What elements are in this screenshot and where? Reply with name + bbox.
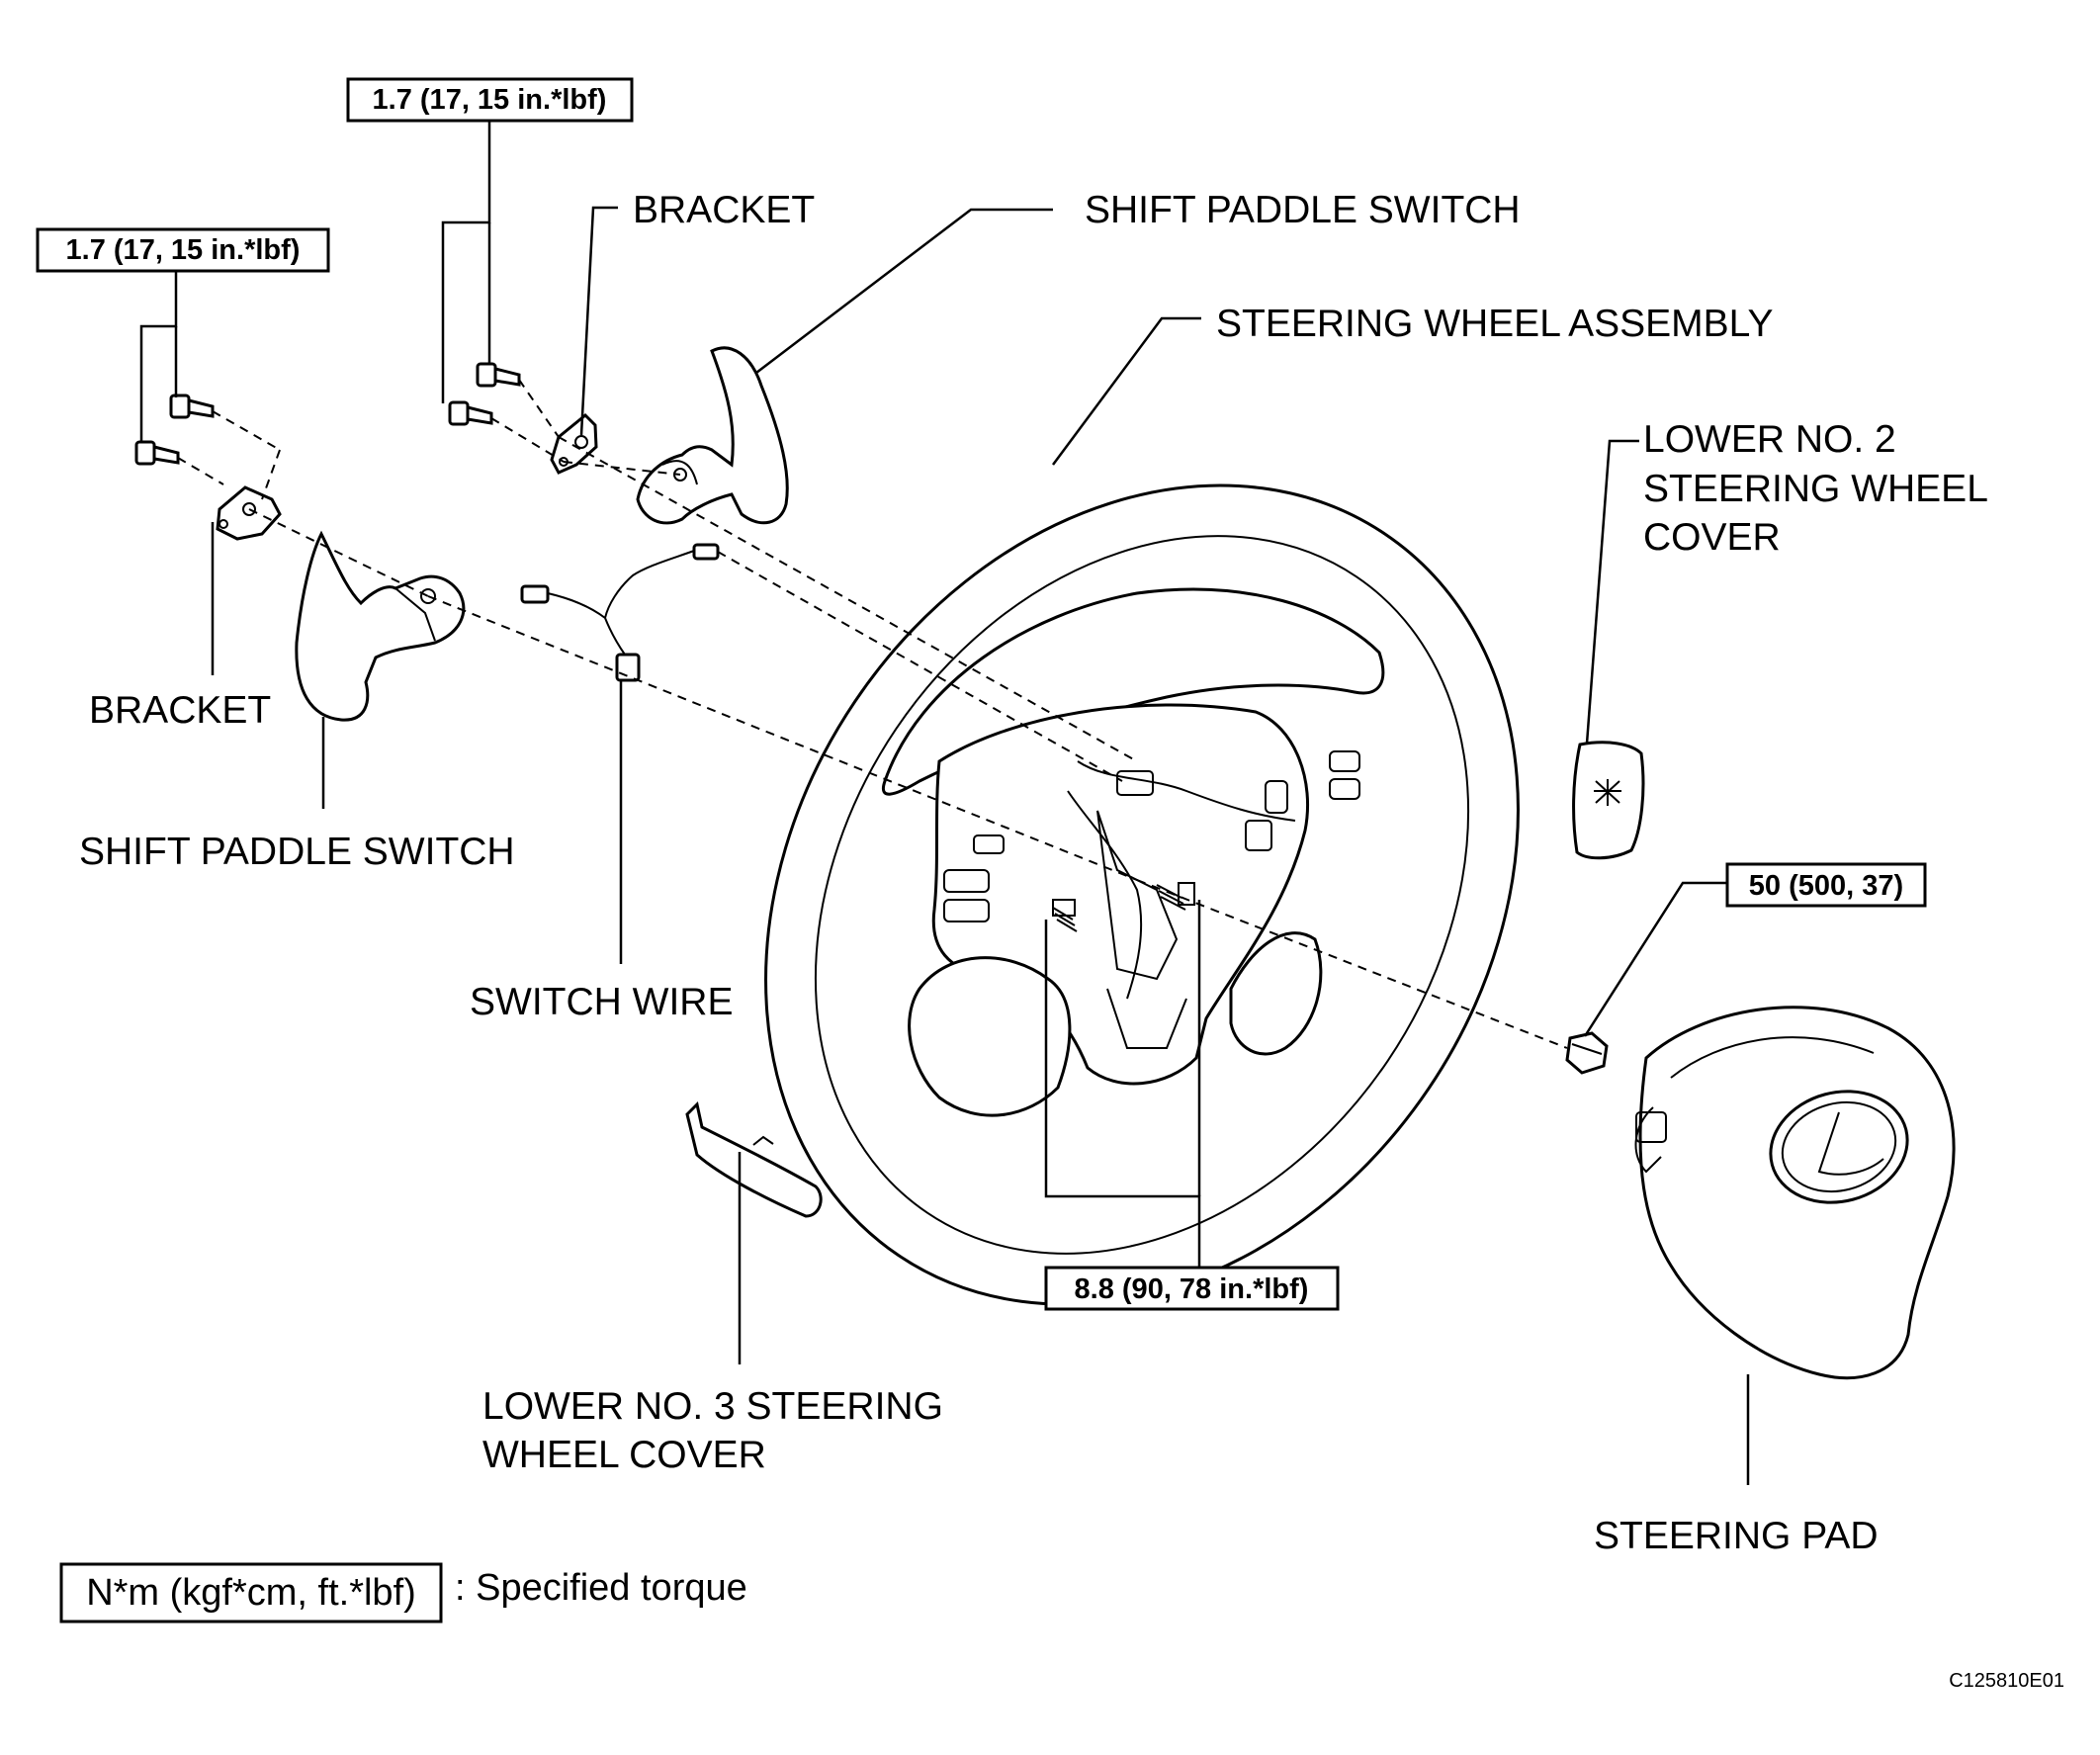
label-bracket-left: BRACKET — [89, 689, 271, 732]
torque-wheel-text: 8.8 (90, 78 in.*lbf) — [1075, 1273, 1309, 1305]
label-lower-no2-line3: COVER — [1643, 516, 1781, 559]
assembly-dashed-lines — [177, 379, 1568, 1049]
label-lower-no2-line1: LOWER NO. 2 — [1643, 418, 1896, 461]
bolt-top-upper — [476, 362, 521, 388]
torque-box-wheel-screws: 8.8 (90, 78 in.*lbf) — [1044, 1266, 1340, 1311]
bracket-top — [550, 412, 598, 475]
steering-nut — [1565, 1031, 1609, 1075]
torque-left-text: 1.7 (17, 15 in.*lbf) — [66, 234, 301, 266]
bracket-left — [216, 485, 282, 541]
right-spoke-switches — [1265, 750, 1360, 814]
lower-no3-cover — [685, 1100, 823, 1218]
steering-pad — [1634, 1006, 1956, 1380]
torque-top-text: 1.7 (17, 15 in.*lbf) — [373, 84, 607, 116]
label-steering-wheel-assembly: STEERING WHEEL ASSEMBLY — [1216, 303, 1773, 345]
legend-units: N*m (kgf*cm, ft.*lbf) — [86, 1572, 416, 1614]
figure-code: C125810E01 — [1949, 1670, 2064, 1692]
leader-lines — [139, 121, 1750, 1485]
shift-paddle-switch-top — [636, 346, 789, 525]
shift-paddle-switch-left — [295, 530, 466, 722]
switch-wire — [520, 543, 720, 682]
label-shift-paddle-top: SHIFT PADDLE SWITCH — [1085, 189, 1521, 231]
torque-legend: N*m (kgf*cm, ft.*lbf) : Specified torque — [59, 1562, 747, 1623]
steering-wheel-assembly — [764, 483, 1520, 1306]
legend-text: : Specified torque — [455, 1567, 747, 1609]
label-lower-no3-line2: WHEEL COVER — [482, 1434, 766, 1476]
bolt-top-lower — [448, 400, 493, 426]
torque-box-left: 1.7 (17, 15 in.*lbf) — [36, 227, 330, 273]
label-switch-wire: SWITCH WIRE — [470, 981, 733, 1023]
label-lower-no3-line1: LOWER NO. 3 STEERING — [482, 1385, 943, 1428]
bolt-left-lower — [134, 440, 180, 466]
torque-box-top: 1.7 (17, 15 in.*lbf) — [346, 77, 634, 123]
label-lower-no2-line2: STEERING WHEEL — [1643, 468, 1988, 510]
left-spoke-switches — [943, 834, 1005, 922]
lexus-emblem-icon — [1769, 1090, 1909, 1204]
bolt-left-upper — [169, 394, 215, 419]
wheel-screw-right — [1156, 882, 1195, 911]
lower-no2-cover — [1572, 741, 1645, 860]
torque-nut-text: 50 (500, 37) — [1749, 870, 1903, 902]
wheel-screw-left — [1052, 899, 1078, 932]
label-steering-pad: STEERING PAD — [1594, 1515, 1879, 1557]
label-shift-paddle-left: SHIFT PADDLE SWITCH — [79, 831, 515, 873]
torque-box-nut: 50 (500, 37) — [1725, 862, 1927, 908]
label-bracket-top: BRACKET — [633, 189, 815, 231]
